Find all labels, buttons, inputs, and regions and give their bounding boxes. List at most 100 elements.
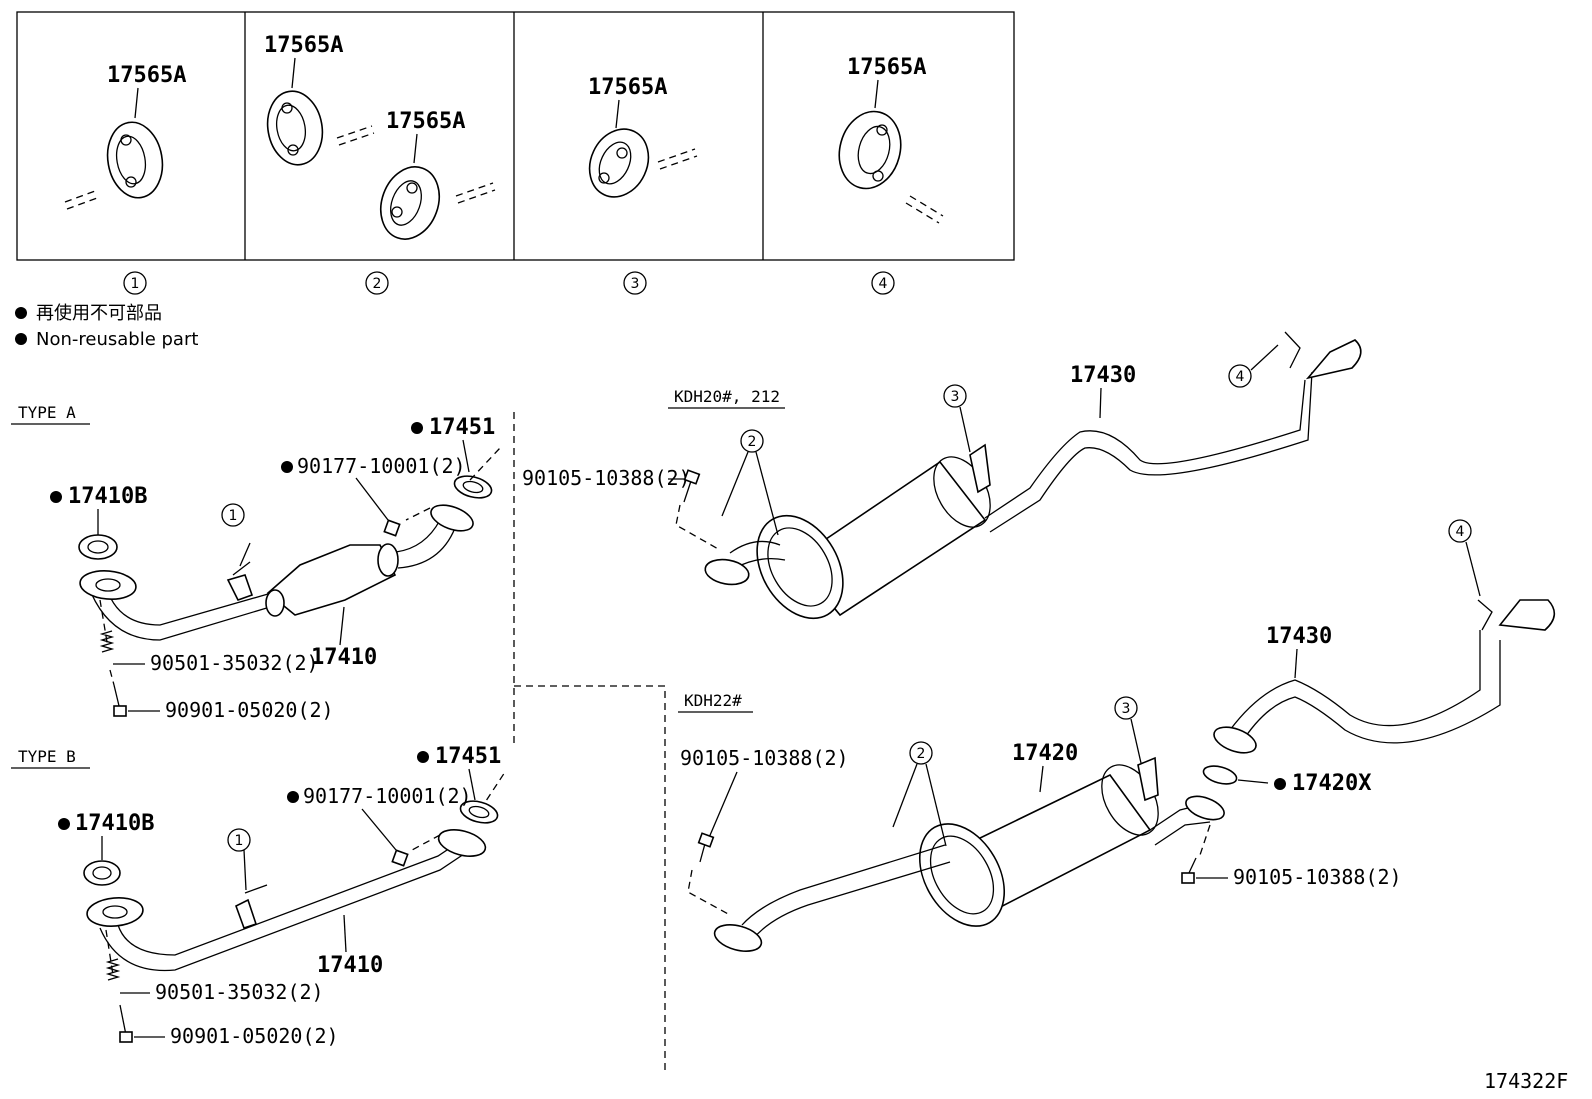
- kdh20-bolt: 90105-10388(2): [522, 466, 691, 490]
- bolt-icon: [1187, 857, 1197, 876]
- kdh22-bolt-rear: 90105-10388(2): [1233, 865, 1402, 889]
- section-divider: [513, 412, 666, 1070]
- legend-en: Non-reusable part: [36, 329, 198, 350]
- non-reusable-dot-icon: [411, 422, 423, 434]
- hanger-bracket: [235, 898, 258, 930]
- spring-icon: [99, 630, 115, 653]
- non-reusable-dot-icon: [15, 307, 27, 319]
- catalytic-converter: [266, 544, 397, 616]
- rubber-hanger-icon: [838, 110, 902, 190]
- flange-icon: [1185, 795, 1225, 821]
- type-b-spring: 90501-35032(2): [155, 980, 324, 1004]
- hanger-bracket: [969, 443, 991, 494]
- tail-pipe-kdh22: [1213, 599, 1556, 754]
- panel-4-label: 17565A: [847, 55, 926, 80]
- panel-2-label-b: 17565A: [386, 109, 465, 134]
- rubber-hanger-icon: [380, 166, 440, 240]
- flange-icon: [86, 897, 144, 927]
- type-a-title: TYPE A: [18, 403, 76, 422]
- nut-icon: [383, 519, 401, 537]
- type-a-hanger-ref: 1: [229, 508, 238, 524]
- front-pipe-a: [79, 504, 474, 641]
- flange-icon: [437, 829, 487, 857]
- figure-code: 174322F: [1484, 1069, 1568, 1093]
- muffler-kdh22: [713, 756, 1225, 952]
- hanger-bracket: [226, 574, 254, 601]
- non-reusable-dot-icon: [58, 818, 70, 830]
- type-b-pipe: 17410: [317, 953, 383, 978]
- nut-icon: [391, 849, 409, 867]
- non-reusable-dot-icon: [15, 333, 27, 345]
- kdh22-gasket: 17420X: [1292, 771, 1371, 796]
- type-a-spring: 90501-35032(2): [150, 651, 319, 675]
- kdh22-title: KDH22#: [684, 691, 742, 710]
- gasket-icon: [1202, 765, 1238, 785]
- type-a-gasket-front: 17410B: [68, 484, 147, 509]
- rubber-hanger-icon: [266, 90, 324, 166]
- type-b-nut: 90177-10001(2): [303, 784, 472, 808]
- type-b-bolt: 90901-05020(2): [170, 1024, 339, 1048]
- panel-1-label: 17565A: [107, 63, 186, 88]
- non-reusable-dot-icon: [287, 791, 299, 803]
- kdh20-hanger-4: 4: [1236, 369, 1245, 385]
- type-a-bolt: 90901-05020(2): [165, 698, 334, 722]
- type-b-gasket-rear: 17451: [435, 744, 501, 769]
- front-pipe-b: [86, 829, 487, 972]
- type-a-gasket-rear: 17451: [429, 415, 495, 440]
- gasket-icon: [459, 800, 499, 824]
- type-b-group: TYPE B 17410B 17451 90177-10001(2) 1 174…: [11, 744, 501, 1048]
- panel-4-index: 4: [879, 276, 888, 292]
- gasket-icon: [453, 475, 493, 499]
- flange-icon: [1213, 726, 1257, 754]
- type-b-gasket-front: 17410B: [75, 811, 154, 836]
- flange-icon: [713, 924, 763, 952]
- panel-3: 17565A 3: [588, 75, 698, 295]
- non-reusable-dot-icon: [281, 461, 293, 473]
- kdh22-hanger-3: 3: [1122, 701, 1131, 717]
- panel-frame: [16, 11, 1015, 261]
- panel-2-index: 2: [373, 276, 382, 292]
- tail-tip: [1305, 339, 1362, 380]
- kdh22-muffler: 17420: [1012, 741, 1078, 766]
- spring-icon: [105, 958, 121, 981]
- kdh20-hanger-2: 2: [748, 434, 757, 450]
- type-b-hanger-ref: 1: [235, 833, 244, 849]
- panel-1: 17565A 1: [64, 63, 186, 295]
- kdh22-hanger-4: 4: [1456, 524, 1465, 540]
- kdh22-hanger-2: 2: [917, 746, 926, 762]
- kdh22-group: KDH22# 90105-10388(2) 2 3 17420: [678, 519, 1556, 952]
- muffler-kdh20: [704, 331, 1362, 620]
- type-a-pipe: 17410: [311, 645, 377, 670]
- bolt-icon: [119, 1004, 127, 1036]
- tail-tip: [1498, 599, 1556, 631]
- panel-3-index: 3: [631, 276, 640, 292]
- type-a-nut: 90177-10001(2): [297, 454, 466, 478]
- panel-2: 17565A 17565A 2: [264, 33, 496, 295]
- hanger-bracket: [1137, 756, 1159, 802]
- flange-icon: [79, 570, 137, 600]
- non-reusable-dot-icon: [50, 491, 62, 503]
- kdh20-hanger-3: 3: [951, 389, 960, 405]
- rubber-hanger-icon: [106, 121, 164, 199]
- kdh22-tail-pipe: 17430: [1266, 624, 1332, 649]
- legend: 再使用不可部品 Non-reusable part: [15, 303, 198, 350]
- kdh20-title: KDH20#, 212: [674, 387, 780, 406]
- rubber-hanger-icon: [588, 128, 650, 198]
- kdh20-group: KDH20#, 212 90105-10388(2) 2 3 1743: [522, 331, 1362, 620]
- type-b-title: TYPE B: [18, 747, 76, 766]
- flange-icon: [704, 558, 750, 586]
- kdh22-bolt-front: 90105-10388(2): [680, 746, 849, 770]
- panel-1-index: 1: [131, 276, 140, 292]
- type-a-group: TYPE A 17410B 17451 90177-10001(2): [11, 403, 495, 722]
- flange-icon: [430, 504, 474, 532]
- hanger-panels: 17565A 1 17565A 17565A: [16, 11, 1015, 295]
- kdh20-tail-pipe: 17430: [1070, 363, 1136, 388]
- panel-3-label: 17565A: [588, 75, 667, 100]
- gasket-icon: [78, 534, 118, 560]
- legend-jp: 再使用不可部品: [36, 303, 162, 324]
- non-reusable-dot-icon: [1274, 778, 1286, 790]
- gasket-icon: [83, 860, 121, 886]
- panel-4: 17565A 4: [838, 55, 944, 295]
- non-reusable-dot-icon: [417, 751, 429, 763]
